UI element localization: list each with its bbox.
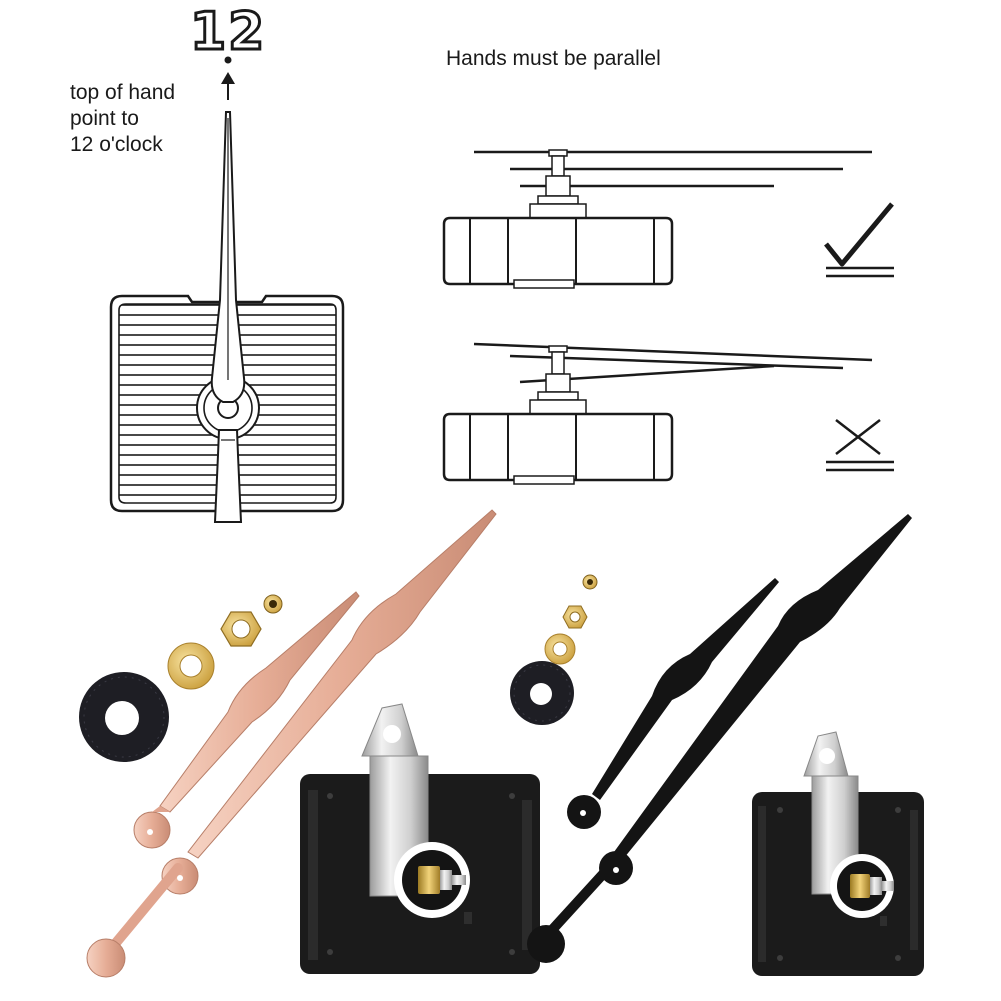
alignment-diagram bbox=[109, 56, 345, 523]
cap-nut bbox=[263, 594, 283, 614]
hand-alignment-instruction: top of hand point to 12 o'clock bbox=[70, 80, 240, 158]
hour-hand-rose bbox=[133, 591, 360, 849]
parallel-incorrect-diagram bbox=[442, 342, 894, 485]
diagram-hand bbox=[210, 111, 246, 523]
cross-mark-icon bbox=[826, 419, 894, 472]
check-mark-icon bbox=[824, 202, 894, 278]
rubber-gasket bbox=[510, 661, 574, 725]
brass-washer bbox=[167, 642, 215, 690]
hex-nut bbox=[220, 611, 262, 647]
hour-hand-black bbox=[567, 578, 779, 829]
instruction-line: point to bbox=[70, 107, 139, 130]
instruction-line: 12 o'clock bbox=[70, 133, 163, 156]
rubber-gasket bbox=[79, 672, 169, 762]
clock-movement-left bbox=[300, 703, 540, 974]
shaft bbox=[418, 866, 466, 894]
hex-nut bbox=[562, 605, 588, 629]
instruction-line: top of hand bbox=[70, 81, 176, 104]
minute-hand-black bbox=[527, 514, 912, 963]
twelve-oclock-label: 12 bbox=[188, 2, 267, 62]
cap-nut bbox=[582, 574, 598, 590]
minute-hand-rose bbox=[86, 509, 497, 978]
up-arrow-icon bbox=[221, 72, 235, 100]
black-kit bbox=[510, 514, 924, 976]
rose-gold-kit bbox=[79, 509, 540, 978]
brass-washer bbox=[544, 633, 576, 665]
parallel-hands-title: Hands must be parallel bbox=[446, 47, 661, 70]
shaft bbox=[850, 874, 894, 898]
twelve-oclock-dot bbox=[224, 56, 232, 64]
parallel-correct-diagram bbox=[442, 149, 894, 289]
clock-movement-right bbox=[752, 731, 924, 976]
